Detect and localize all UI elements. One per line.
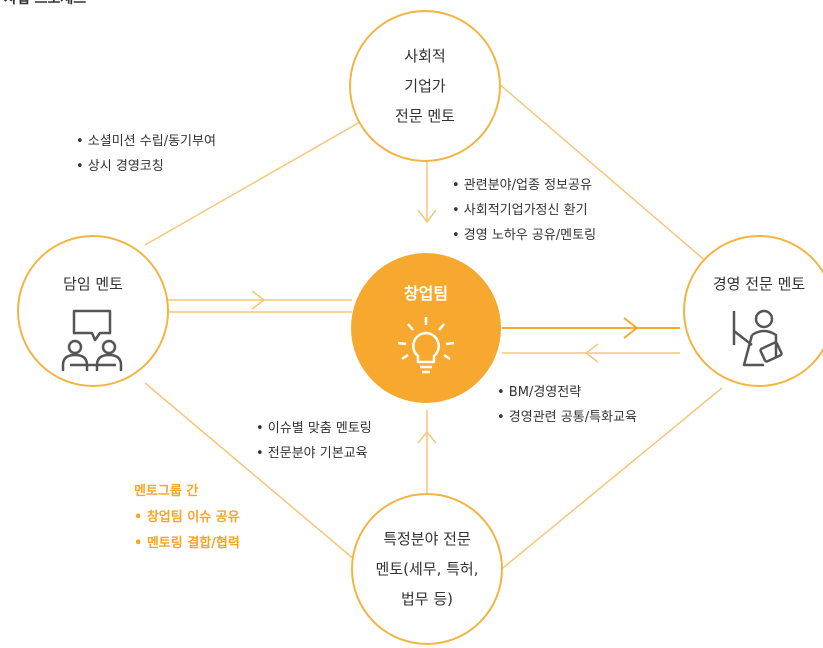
node-label-line: 사회적 xyxy=(404,47,446,65)
node-label-line: 멘토(세무, 특허, xyxy=(375,560,479,578)
center-label: 창업팀 xyxy=(403,284,449,303)
annotation-top-left: • 소셜미션 수립/동기부여 • 상시 경영코칭 xyxy=(76,129,216,179)
line-right-bottom xyxy=(497,387,723,573)
line-left-top xyxy=(144,121,361,246)
annotation-bottom-center: • 이슈별 맞춤 멘토링 • 전문분야 기본교육 xyxy=(256,416,372,466)
bullet-item: • 관련분야/업종 정보공유 xyxy=(452,178,592,193)
annotation-bottom-left: 멘토그룹 간 • 창업팀 이슈 공유 • 멘토링 결합/협력 xyxy=(134,479,240,557)
node-label-line: 특정분야 전문 xyxy=(383,530,471,548)
node-homeroom-mentor: 담임 멘토 xyxy=(17,235,169,387)
presenter-icon xyxy=(732,309,783,367)
arrow-center-right xyxy=(623,317,639,339)
page-title: 사업 프로세스 xyxy=(4,0,86,8)
node-label: 담임 멘토 xyxy=(63,275,123,293)
arrow-top-center xyxy=(417,209,437,224)
node-startup-team: 창업팀 xyxy=(351,253,501,403)
bullet-item: • 상시 경영코칭 xyxy=(76,159,164,174)
node-social-entrepreneur-mentor: 사회적 기업가 전문 멘토 xyxy=(349,10,501,162)
annotation-bottom-right: • BM/경영전략 • 경영관련 공통/특화교육 xyxy=(497,380,637,430)
node-label: 경영 전문 멘토 xyxy=(712,275,806,293)
line-top-right xyxy=(497,82,723,276)
line-left-bottom xyxy=(144,382,356,561)
bullet-item: • 소셜미션 수립/동기부여 xyxy=(76,134,216,149)
node-label-line: 법무 등) xyxy=(400,590,454,608)
bullet-item: • 사회적기업가정신 환기 xyxy=(452,203,588,218)
node-specialist-mentor: 특정분야 전문 멘토(세무, 특허, 법무 등) xyxy=(351,493,503,645)
node-label-line: 전문 멘토 xyxy=(395,107,455,125)
bullet-item: • 전문분야 기본교육 xyxy=(256,446,368,461)
mentoring-chat-icon xyxy=(61,309,123,371)
arrow-left-center xyxy=(251,290,266,310)
arrow-bottom-center xyxy=(417,430,437,444)
annotation-heading: 멘토그룹 간 xyxy=(134,484,199,499)
annotation-top-right: • 관련분야/업종 정보공유 • 사회적기업가정신 환기 • 경영 노하우 공유… xyxy=(452,173,596,248)
bullet-item: • 이슈별 맞춤 멘토링 xyxy=(256,421,372,436)
lightbulb-icon xyxy=(397,317,455,374)
node-label-line: 기업가 xyxy=(404,77,446,95)
bullet-item: • BM/경영전략 xyxy=(497,385,582,400)
bullet-item: • 경영 노하우 공유/멘토링 xyxy=(452,228,597,243)
bullet-item: • 창업팀 이슈 공유 xyxy=(134,510,240,525)
arrow-right-center xyxy=(584,343,599,363)
bullet-item: • 경영관련 공통/특화교육 xyxy=(497,410,637,425)
node-management-mentor: 경영 전문 멘토 xyxy=(683,235,823,387)
bullet-item: • 멘토링 결합/협력 xyxy=(134,536,240,551)
